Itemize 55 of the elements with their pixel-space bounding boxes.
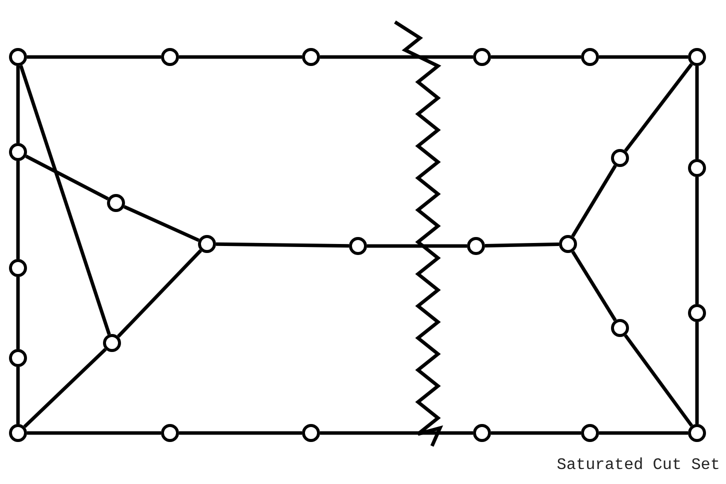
caption-text: Saturated Cut Set	[556, 456, 720, 474]
graph-edge	[320, 431, 473, 435]
graph-node	[161, 48, 179, 66]
graph-node	[611, 319, 629, 337]
graph-edge	[484, 242, 560, 248]
graph-edge	[624, 63, 693, 152]
graph-edge	[27, 431, 161, 435]
graph-edge	[320, 55, 473, 59]
graph-edge	[27, 55, 161, 59]
graph-node	[302, 424, 320, 442]
graph-node	[9, 143, 27, 161]
graph-node	[473, 48, 491, 66]
graph-edge	[695, 66, 699, 159]
graph-node	[581, 48, 599, 66]
graph-edge	[491, 55, 581, 59]
graph-edge	[123, 205, 200, 242]
graph-edge	[16, 161, 20, 259]
graph-node	[198, 235, 216, 253]
graph-edge	[367, 244, 467, 248]
graph-node	[107, 194, 125, 212]
graph-node	[467, 237, 485, 255]
graph-edge	[624, 334, 694, 427]
graph-node	[559, 235, 577, 253]
graph-edge	[16, 277, 20, 349]
graph-node	[9, 259, 27, 277]
graph-edge	[23, 348, 107, 428]
graph-edge	[599, 431, 688, 435]
graph-node	[688, 48, 706, 66]
graph-edge	[179, 55, 302, 59]
graph-node	[611, 149, 629, 167]
graph-node	[688, 304, 706, 322]
graph-edge	[695, 322, 699, 424]
graph-node	[103, 334, 121, 352]
graph-edge	[19, 65, 111, 335]
graph-node	[161, 424, 179, 442]
graph-edge	[216, 242, 350, 248]
graph-edge	[16, 367, 20, 424]
graph-node	[581, 424, 599, 442]
graph-edge	[16, 66, 20, 143]
graph-node	[9, 424, 27, 442]
graph-node	[349, 237, 367, 255]
graph-node	[9, 349, 27, 367]
graph-edge	[571, 164, 617, 238]
graph-edge	[116, 249, 202, 338]
graph-edge	[695, 177, 699, 304]
graph-node	[473, 424, 491, 442]
graph-edge	[599, 55, 688, 59]
graph-node	[688, 424, 706, 442]
graph-node	[302, 48, 320, 66]
graph-edge	[179, 431, 302, 435]
graph-node	[688, 159, 706, 177]
graph-node	[9, 48, 27, 66]
graph-edge	[25, 154, 109, 200]
graph-edge	[491, 431, 581, 435]
graph-edge	[571, 250, 617, 322]
